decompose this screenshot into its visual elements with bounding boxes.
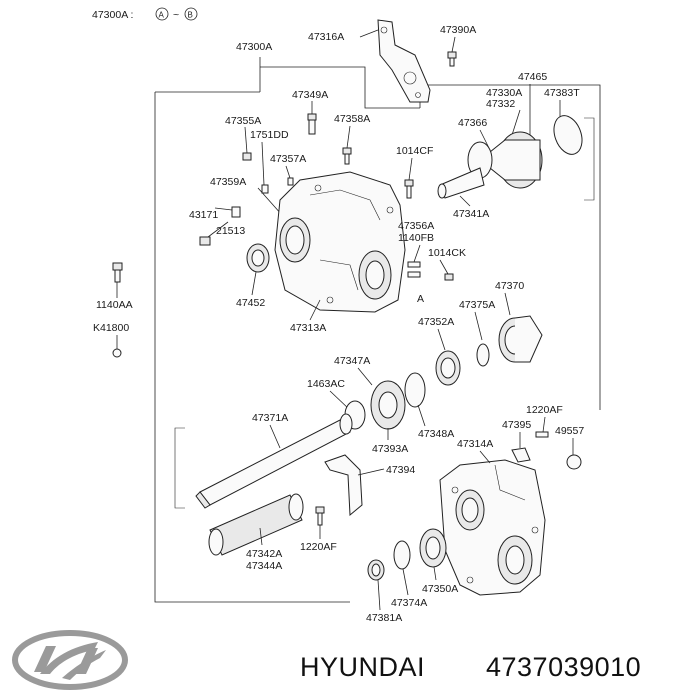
label-47348A: 47348A xyxy=(418,428,454,440)
ref-separator: ~ xyxy=(173,9,179,21)
bolt-1220AF-top-part xyxy=(535,431,549,438)
ref-circle-b xyxy=(184,7,198,21)
label-47375A: 47375A xyxy=(459,299,495,311)
label-49557: 49557 xyxy=(555,425,584,437)
label-47452: 47452 xyxy=(236,297,265,309)
footer-part-number: 4737039010 xyxy=(486,652,641,682)
gear-group-bracket xyxy=(584,117,595,201)
label-1140FB: 1140FB xyxy=(398,232,434,244)
output-gear-47342A-part xyxy=(208,493,304,556)
chain-guide-47394-part xyxy=(324,454,363,517)
label-47316A: 47316A xyxy=(308,31,344,43)
rear-housing-47314A-part xyxy=(439,459,546,596)
label-47332: 47332 xyxy=(486,98,515,110)
plug-21513-part xyxy=(199,236,211,246)
gear-47330A-part xyxy=(437,131,543,199)
label-47390A: 47390A xyxy=(440,24,476,36)
label-1014CF: 1014CF xyxy=(396,145,433,157)
bolt-47358A-part xyxy=(342,147,352,165)
label-47394: 47394 xyxy=(386,464,415,476)
label-47355A: 47355A xyxy=(225,115,261,127)
shaft-47371A-part xyxy=(195,413,353,509)
label-1463AC: 1463AC xyxy=(307,378,345,390)
bearing-47370-part xyxy=(498,315,543,363)
label-1751DD: 1751DD xyxy=(250,129,289,141)
label-47314A: 47314A xyxy=(457,438,493,450)
ring-47348A-part xyxy=(404,372,426,408)
ref-circle-b-letter: B xyxy=(188,11,193,20)
bearing-47381A-part xyxy=(367,559,385,581)
sensor-47395-part xyxy=(511,447,531,463)
bolt-1140FB-part xyxy=(407,261,421,268)
washer-K41800-part xyxy=(112,348,122,358)
label-47313A: 47313A xyxy=(290,322,326,334)
label-21513: 21513 xyxy=(216,225,245,237)
pin-47357A-part xyxy=(287,177,294,186)
label-47357A: 47357A xyxy=(270,153,306,165)
o-ring-49557-part xyxy=(566,454,582,470)
label-1220AF-bottom: 1220AF xyxy=(300,541,337,553)
bolt-1140AA-part xyxy=(112,262,123,283)
snap-ring-47383T-part xyxy=(553,115,583,155)
label-47341A: 47341A xyxy=(453,208,489,220)
label-47393A: 47393A xyxy=(372,443,408,455)
bolt-1014CF-part xyxy=(404,179,414,199)
label-47359A: 47359A xyxy=(210,176,246,188)
seal-47350A-part xyxy=(419,528,447,568)
label-47374A: 47374A xyxy=(391,597,427,609)
label-1220AF-top: 1220AF xyxy=(526,404,563,416)
label-47366: 47366 xyxy=(458,117,487,129)
bolt-1751DD-part xyxy=(261,184,269,194)
transfer-case-housing-47313A-part xyxy=(274,171,406,313)
snap-ring-47374A-part xyxy=(393,540,411,570)
label-47300A: 47300A xyxy=(236,41,272,53)
plug-47355A-part xyxy=(242,152,252,161)
label-47344A: 47344A xyxy=(246,560,282,572)
hyundai-logo-icon xyxy=(12,630,128,690)
seal-47452-part xyxy=(246,243,270,273)
bolt-1220AF-bottom-part xyxy=(315,506,325,526)
label-47465: 47465 xyxy=(518,71,547,83)
plug-43171-part xyxy=(231,206,241,218)
label-K41800: K41800 xyxy=(93,322,129,334)
bolt-1014CK-part xyxy=(444,273,454,281)
shaft-group-bracket xyxy=(174,427,185,509)
footer-brand: HYUNDAI xyxy=(300,652,425,682)
label-47371A: 47371A xyxy=(252,412,288,424)
ref-circle-a-letter: A xyxy=(159,11,165,20)
label-47349A: 47349A xyxy=(292,89,328,101)
bolt-47390A-part xyxy=(447,51,457,67)
assembly-ref-label: 47300A : xyxy=(92,9,133,21)
label-43171: 43171 xyxy=(189,209,218,221)
label-47395: 47395 xyxy=(502,419,531,431)
label-47342A: 47342A xyxy=(246,548,282,560)
label-A: A xyxy=(417,293,424,305)
label-47356A: 47356A xyxy=(398,220,434,232)
label-47350A: 47350A xyxy=(422,583,458,595)
label-1140AA: 1140AA xyxy=(96,299,133,311)
label-47383T: 47383T xyxy=(544,87,580,99)
gear-47347A-part xyxy=(370,380,406,430)
label-47330A: 47330A xyxy=(486,87,522,99)
bolt-47356A-part xyxy=(407,271,421,278)
label-47358A: 47358A xyxy=(334,113,370,125)
label-1014CK: 1014CK xyxy=(428,247,466,259)
label-47347A: 47347A xyxy=(334,355,370,367)
seal-47352A-part xyxy=(435,350,461,386)
label-47352A: 47352A xyxy=(418,316,454,328)
breather-47349A-part xyxy=(307,113,317,135)
snap-ring-47375A-part xyxy=(476,343,490,367)
bracket-47316A-part xyxy=(359,19,431,103)
label-47381A: 47381A xyxy=(366,612,402,624)
ref-circle-a xyxy=(155,7,169,21)
label-47370: 47370 xyxy=(495,280,524,292)
